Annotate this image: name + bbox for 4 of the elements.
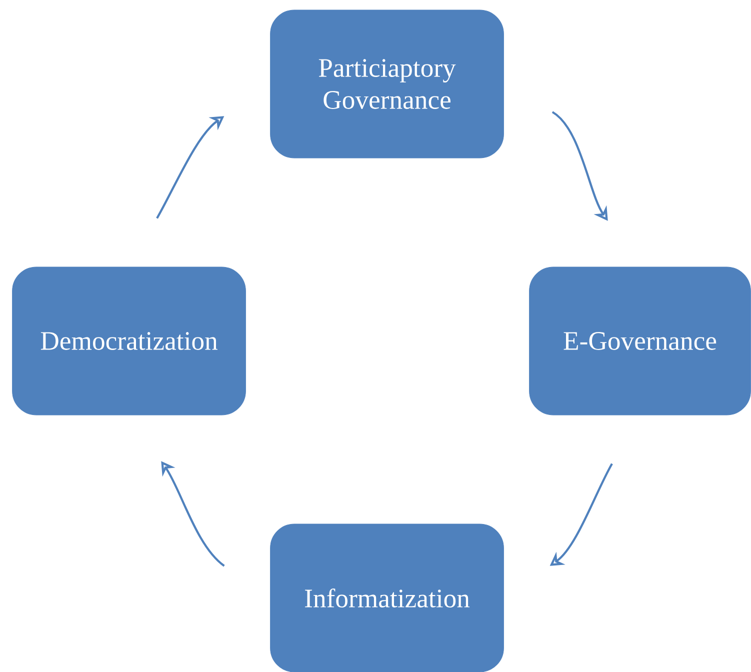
process-box: Democratization <box>12 266 246 416</box>
process-box: Informatization <box>270 524 504 672</box>
process-box: Particiaptory Governance <box>270 10 504 158</box>
process-box: E-Governance <box>529 266 751 416</box>
